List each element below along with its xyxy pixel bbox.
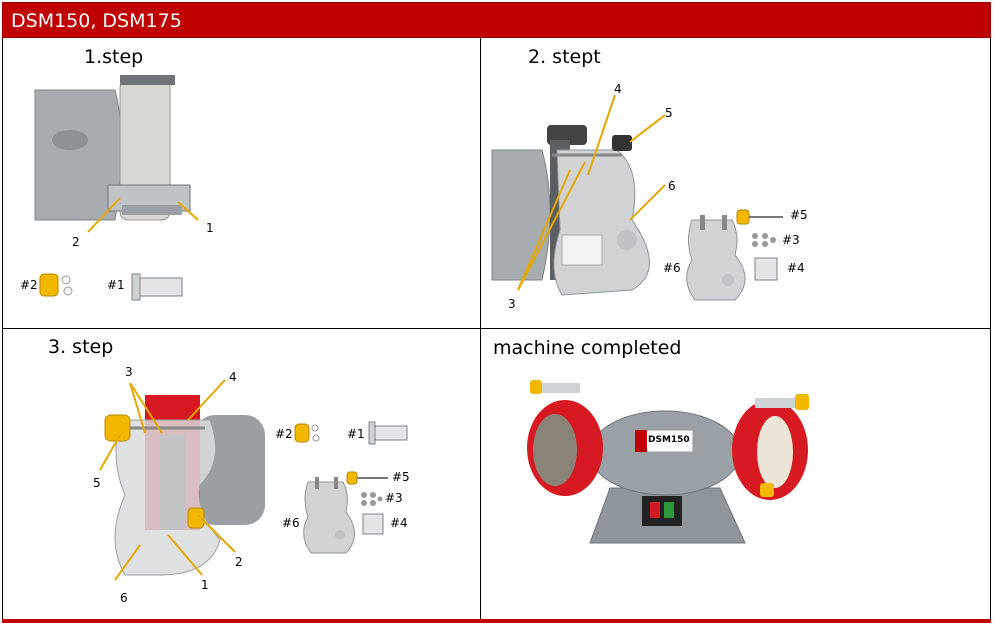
completed-brand-label: DSM150 [648,435,690,445]
step2-illustration [491,125,650,296]
footer-bar [2,619,991,623]
step3-callout-3: 3 [125,365,133,379]
step2-part-label-6: #6 [663,261,681,275]
step2-part-label-3: #3 [782,233,800,247]
knob-part-icon [39,273,73,297]
step3-bolt-part-icon [346,471,388,485]
step3-knob-part-icon [294,423,320,443]
step3-leader-lines [99,379,236,581]
grid-divider-horizontal [2,328,991,329]
step3-callout-4: 4 [229,370,237,384]
step3-part-label-2: #2 [275,427,293,441]
step1-part-label-1: #1 [107,278,125,292]
step1-callout-1: 1 [206,221,214,235]
step2-callout-6: 6 [668,179,676,193]
step3-title: 3. step [48,336,114,358]
step2-part-label-5: #5 [790,208,808,222]
step2-callout-4: 4 [614,82,622,96]
step3-part-label-5: #5 [392,470,410,484]
step2-callout-3: 3 [508,297,516,311]
bracket-part-icon [131,273,183,301]
step3-nuts-part-icon [361,492,383,506]
step2-title: 2. stept [528,46,601,68]
step3-part-label-6: #6 [282,516,300,530]
step2-nuts-part-icon [752,233,776,247]
completed-grinder-illustration [527,380,809,544]
step3-callout-2: 2 [235,555,243,569]
step3-callout-5: 5 [93,476,101,490]
step3-part-label-4: #4 [390,516,408,530]
header-title: DSM150, DSM175 [11,10,182,32]
step2-part-label-4: #4 [787,261,805,275]
step2-leader-lines [517,94,666,291]
step2-plate-part-icon [754,257,778,281]
step2-bolt-part-icon [736,209,783,225]
grid-divider-vertical [480,38,481,620]
header-bar: DSM150, DSM175 [2,2,991,38]
panel-grid [2,38,991,620]
step3-bracket-part-icon [368,421,408,445]
step2-guard-part-icon [686,215,746,301]
step3-part-label-3: #3 [385,491,403,505]
step3-callout-1: 1 [201,578,209,592]
step3-callout-6: 6 [120,591,128,605]
step3-part-label-1: #1 [347,427,365,441]
step1-illustration [34,75,199,233]
step1-title: 1.step [84,46,144,68]
step3-guard-part-icon [303,477,355,554]
step1-part-label-2: #2 [20,278,38,292]
step2-callout-5: 5 [665,106,673,120]
step3-plate-part-icon [362,513,384,535]
step1-callout-2: 2 [72,235,80,249]
completed-title: machine completed [493,337,682,359]
